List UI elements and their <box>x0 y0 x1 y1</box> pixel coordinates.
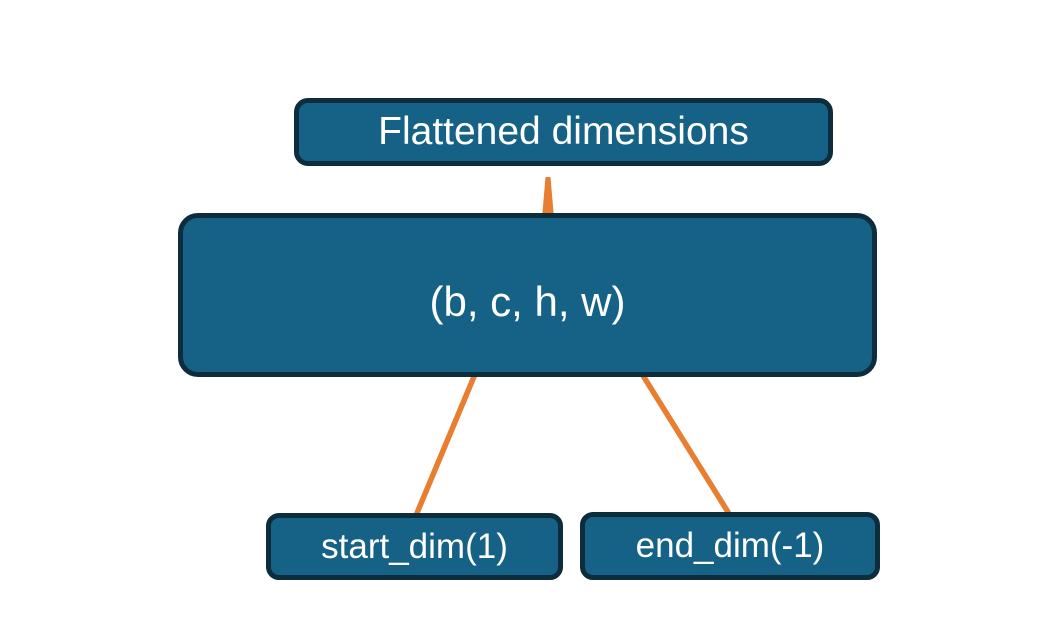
node-flattened-dimensions: Flattened dimensions <box>294 98 833 166</box>
node-tensor-shape-label: (b, c, h, w) <box>429 278 626 325</box>
node-end-dim-label: end_dim(-1) <box>635 526 825 565</box>
start-dim-arrow-line <box>414 353 486 516</box>
node-flattened-dimensions-label: Flattened dimensions <box>378 110 749 153</box>
node-start-dim-label: start_dim(1) <box>321 526 508 566</box>
node-start-dim: start_dim(1) <box>266 513 563 580</box>
brace-stem-connector <box>542 177 554 218</box>
node-tensor-shape: (b, c, h, w) <box>178 213 877 377</box>
end-dim-arrow-line <box>627 352 731 515</box>
node-end-dim: end_dim(-1) <box>580 512 880 580</box>
